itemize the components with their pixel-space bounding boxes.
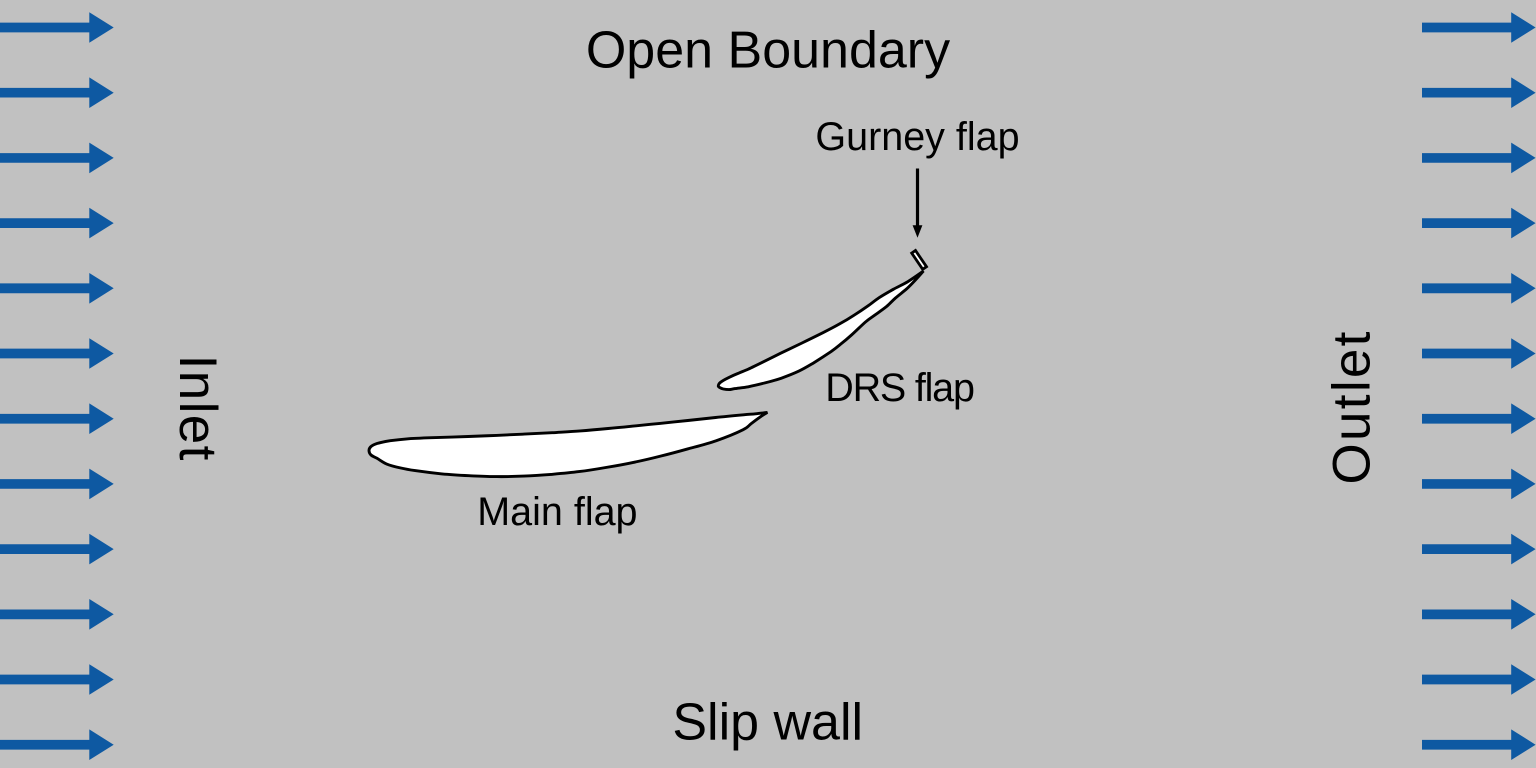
svg-text:Gurney flap: Gurney flap xyxy=(815,115,1019,159)
svg-text:Inlet: Inlet xyxy=(168,355,227,462)
svg-text:Main flap: Main flap xyxy=(477,490,637,534)
svg-text:Slip wall: Slip wall xyxy=(672,693,863,751)
svg-text:DRS flap: DRS flap xyxy=(825,366,974,410)
svg-text:Open Boundary: Open Boundary xyxy=(586,21,950,79)
svg-text:Outlet: Outlet xyxy=(1323,329,1382,484)
